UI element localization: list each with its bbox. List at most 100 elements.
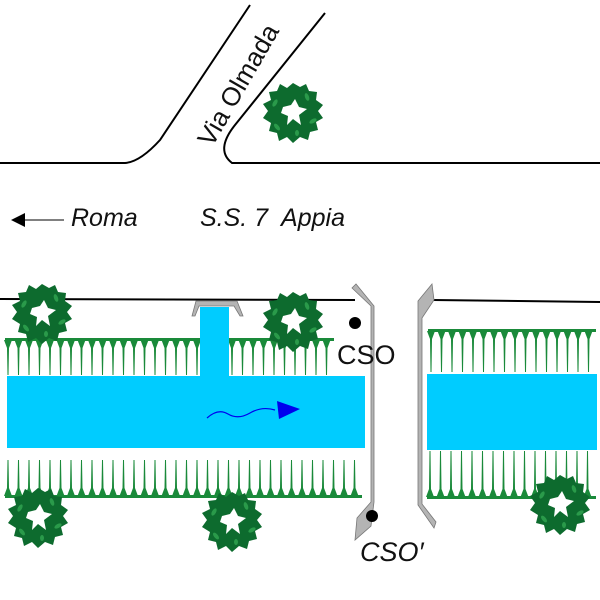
grass-blade (350, 460, 359, 496)
grass-blade (280, 340, 289, 375)
direction-label: Roma (71, 204, 138, 232)
grass-blade (193, 460, 201, 496)
cso-label: CSO (337, 340, 396, 370)
grass-blade (478, 451, 487, 497)
grass-blade (140, 460, 149, 496)
cso-prime-label: CSO′ (360, 537, 425, 567)
grass-blade (436, 451, 445, 497)
grass-blade (46, 340, 54, 375)
grass-blade (469, 331, 477, 372)
grass-blade (458, 331, 467, 372)
grass-blade (329, 460, 338, 496)
grass-blade (340, 460, 348, 496)
grass-blade (489, 451, 497, 497)
grass-blade (532, 331, 540, 372)
grass-edge (5, 338, 200, 341)
grass-blade (109, 340, 117, 375)
grass-blade (98, 460, 107, 496)
tree-icon (530, 475, 590, 535)
grass-blade (235, 460, 243, 496)
grass-edge (5, 495, 362, 498)
side-road-east-edge (223, 12, 600, 164)
grass-blade (172, 340, 180, 375)
culvert-structure: CSO CSO′ (337, 283, 437, 567)
grass-blade (542, 331, 551, 372)
grass-blade (500, 331, 509, 372)
grass-blade (520, 451, 529, 497)
grass-blade (46, 460, 54, 496)
grass-blade (298, 460, 306, 496)
grass-blade (140, 340, 149, 375)
grass-blade (322, 340, 331, 375)
grass-blade (161, 340, 170, 375)
grass-blade (161, 460, 170, 496)
grass-blade (312, 340, 320, 375)
channel-right (427, 374, 597, 450)
grass-blade (259, 340, 268, 375)
tree-icon (12, 284, 72, 344)
grass-blade (67, 340, 75, 375)
grass-blade (25, 460, 33, 496)
grass-blade (308, 460, 317, 496)
grass-blade (77, 460, 86, 496)
grass-blade (584, 331, 593, 372)
grass-blade (238, 340, 247, 375)
grass-blade (447, 451, 455, 497)
grass-edge (427, 496, 596, 499)
grass-blade (4, 460, 12, 496)
grass-blade (119, 460, 128, 496)
cso-prime-point (366, 510, 378, 522)
grass-blade (35, 460, 44, 496)
grass-blade (573, 451, 581, 497)
grass-blade (193, 340, 201, 375)
grass-blade (14, 460, 23, 496)
tree-icon (202, 492, 262, 552)
grass-blade (277, 460, 285, 496)
grass-blade (245, 460, 254, 496)
grass-blade (88, 460, 96, 496)
grass-blade (531, 451, 539, 497)
road-edge-right (432, 299, 600, 303)
grass-blade (319, 460, 327, 496)
grass-blade (56, 460, 65, 496)
grass-blade (427, 331, 435, 372)
grass-blade (109, 460, 117, 496)
grass-blade (182, 340, 191, 375)
grass-blade (98, 340, 107, 375)
grass-blade (291, 340, 299, 375)
grass-blade (301, 340, 310, 375)
grass-blade (448, 331, 456, 372)
grass-blade (562, 451, 571, 497)
grass-blade (172, 460, 180, 496)
grass-blade (130, 460, 138, 496)
grass-blade (426, 451, 434, 497)
grass-blade (14, 340, 23, 375)
grass-blade (437, 331, 446, 372)
grass-blade (203, 460, 212, 496)
grass-blade (67, 460, 75, 496)
direction-indicator: Roma S.S. 7 Appia (11, 204, 345, 232)
grass-blade (574, 331, 582, 372)
main-road-north-edge-left (0, 4, 251, 164)
grass-blade (228, 340, 236, 375)
grass-blade (552, 451, 560, 497)
grass-blade (88, 340, 96, 375)
grass-blade (151, 460, 159, 496)
grass-blade (457, 451, 466, 497)
grass-blade (521, 331, 530, 372)
inflow-pipe (200, 307, 229, 377)
grass-blade (182, 460, 191, 496)
grass-blade (224, 460, 233, 496)
grass-blade (499, 451, 508, 497)
arrow-left-icon (11, 213, 64, 227)
grass-blade (563, 331, 572, 372)
main-road-label: S.S. 7 Appia (200, 204, 345, 232)
channel-left (7, 376, 365, 448)
grass-blade (541, 451, 550, 497)
grass-blade (119, 340, 128, 375)
grass-blade (270, 340, 278, 375)
road-network: Via Olmada (0, 4, 600, 164)
wavy-arrow-right-icon (206, 401, 300, 419)
grass-blade (130, 340, 138, 375)
grass-blade (553, 331, 561, 372)
